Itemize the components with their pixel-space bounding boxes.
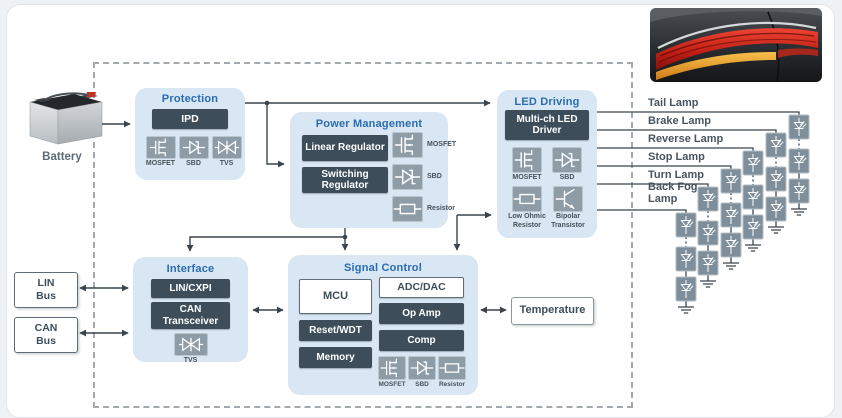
op-amp-chip: Op Amp — [379, 303, 464, 324]
can-transceiver-chip: CAN Transceiver — [151, 302, 230, 329]
system-boundary — [93, 62, 633, 408]
lin-bus-line2: Bus — [36, 290, 56, 302]
lamp-label: Back Fog Lamp — [648, 181, 698, 206]
sbd-component: SBD — [392, 164, 442, 190]
led-driving-block: LED Driving Multi-ch LED Driver MOSFET S… — [497, 90, 597, 238]
temperature-label: Temperature — [519, 304, 586, 317]
component-label: SBD — [427, 172, 442, 180]
power-management-title: Power Management — [315, 118, 423, 130]
interface-block: Interface LIN/CXPI CAN Transceiver TVS — [133, 257, 248, 364]
low-ohmic-resistor-component: Low Ohmic Resistor — [508, 186, 546, 231]
lin-cxpi-chip: LIN/CXPI — [151, 279, 230, 298]
component-label: Low Ohmic Resistor — [508, 213, 546, 229]
protection-block: Protection IPD MOSFET SBD TVS — [135, 88, 245, 180]
component-label: TVS — [219, 160, 234, 167]
sbd-icon — [552, 147, 582, 173]
battery-image — [29, 92, 103, 145]
resistor-icon — [392, 196, 423, 222]
low-ohmic-resistor-icon — [512, 186, 542, 212]
sbd-component: SBD — [178, 136, 209, 169]
mosfet-component: MOSFET — [508, 147, 546, 183]
temperature-box: Temperature — [511, 297, 594, 325]
comp-chip: Comp — [379, 330, 464, 351]
reset-wdt-chip: Reset/WDT — [299, 320, 372, 341]
tvs-icon — [173, 333, 208, 356]
lamp-label: Turn Lamp — [648, 169, 705, 181]
lamp-label: Stop Lamp — [648, 151, 705, 163]
mosfet-icon — [392, 132, 423, 158]
component-label: MOSFET — [145, 160, 176, 167]
resistor-component: Resistor — [438, 356, 466, 389]
tvs-component: TVS — [173, 333, 208, 366]
switching-regulator-chip: Switching Regulator — [302, 167, 388, 193]
interface-title: Interface — [166, 263, 215, 275]
bipolar-transistor-icon — [553, 186, 583, 212]
protection-title: Protection — [161, 93, 219, 105]
resistor-icon — [438, 356, 466, 380]
component-label: MOSFET — [427, 140, 457, 148]
can-bus-line1: CAN — [34, 321, 58, 334]
sbd-icon — [392, 164, 423, 190]
ipd-chip: IPD — [152, 109, 228, 129]
component-label: SBD — [559, 174, 575, 181]
component-label: TVS — [183, 357, 198, 364]
bipolar-transistor-component: Bipolar Transistor — [548, 186, 588, 231]
mosfet-icon — [378, 356, 406, 380]
led-driving-title: LED Driving — [514, 96, 580, 108]
mosfet-component: MOSFET — [378, 356, 406, 389]
power-management-block: Power Management Linear Regulator Switch… — [290, 112, 456, 228]
lin-bus-line1: LIN — [37, 276, 55, 289]
mosfet-icon — [512, 147, 542, 173]
sbd-icon — [178, 136, 209, 159]
component-label: MOSFET — [512, 174, 542, 181]
adc-dac-chip: ADC/DAC — [379, 277, 464, 298]
sbd-icon — [408, 356, 436, 380]
lamp-label: Tail Lamp — [648, 97, 699, 109]
component-label: Bipolar Transistor — [551, 213, 585, 229]
resistor-component: Resistor — [392, 196, 455, 222]
can-bus-box: CAN Bus — [14, 317, 78, 353]
linear-regulator-chip: Linear Regulator — [302, 135, 388, 161]
lin-bus-box: LIN Bus — [14, 272, 78, 308]
mosfet-component: MOSFET — [145, 136, 176, 169]
tail-lamp-photo — [650, 8, 822, 82]
component-label: SBD — [186, 160, 201, 167]
mcu-chip: MCU — [299, 279, 372, 314]
mosfet-icon — [145, 136, 176, 159]
memory-chip: Memory — [299, 347, 372, 368]
lamp-label: Reverse Lamp — [648, 133, 724, 145]
component-label: SBD — [415, 381, 429, 388]
component-label: Resistor — [427, 204, 456, 212]
lamp-label: Brake Lamp — [648, 115, 711, 127]
signal-control-block: Signal Control MCU Reset/WDT Memory ADC/… — [288, 255, 478, 395]
tvs-component: TVS — [211, 136, 242, 169]
component-label: Resistor — [438, 381, 465, 388]
signal-control-title: Signal Control — [344, 262, 422, 274]
multi-ch-led-driver-chip: Multi-ch LED Driver — [505, 110, 589, 140]
tvs-icon — [211, 136, 242, 159]
can-bus-line2: Bus — [36, 335, 56, 347]
sbd-component: SBD — [408, 356, 436, 389]
battery-label: Battery — [42, 151, 82, 163]
sbd-component: SBD — [548, 147, 586, 183]
mosfet-component: MOSFET — [392, 132, 456, 158]
component-label: MOSFET — [378, 381, 406, 388]
